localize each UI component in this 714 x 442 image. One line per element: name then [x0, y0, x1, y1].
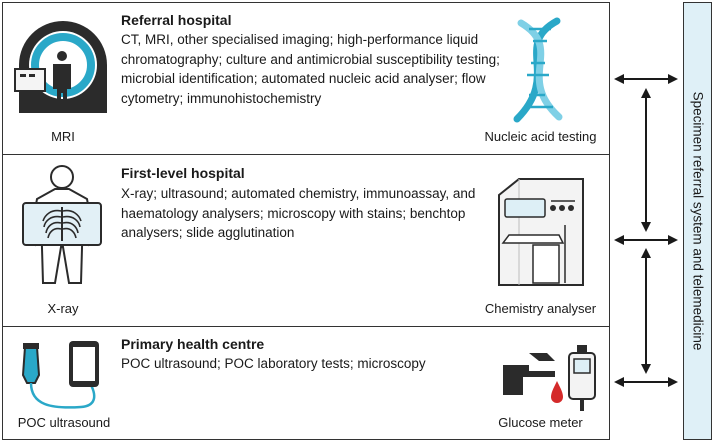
icon-caption: POC ultrasound [17, 415, 111, 430]
side-label: Specimen referral system and telemedicin… [690, 91, 705, 351]
tier-primary-health-centre: Primary health centre POC ultrasound; PO… [2, 326, 610, 440]
icon-caption: X-ray [47, 301, 79, 316]
icon-caption: MRI [51, 129, 75, 144]
tier-title: Referral hospital [121, 12, 232, 28]
icon-caption: Glucose meter [498, 415, 583, 430]
icon-caption: Chemistry analyser [484, 301, 597, 316]
chemistry-analyser-icon [498, 178, 584, 286]
icon-caption: Nucleic acid testing [484, 129, 597, 144]
xray-body-icon [22, 165, 102, 284]
glucose-meter-icon [503, 345, 596, 411]
mri-scanner-icon [14, 21, 107, 113]
tier-first-level-hospital: First-level hospital X-ray; ultrasound; … [2, 154, 610, 327]
tier-referral-hospital: Referral hospital CT, MRI, other special… [2, 2, 610, 155]
referral-arrows [614, 74, 678, 387]
tier-title: Primary health centre [121, 336, 265, 352]
tier-title: First-level hospital [121, 165, 245, 181]
specimen-referral-bar: Specimen referral system and telemedicin… [683, 2, 712, 440]
tier-description: CT, MRI, other specialised imaging; high… [121, 32, 500, 106]
dna-helix-icon [513, 17, 563, 123]
tier-description: POC ultrasound; POC laboratory tests; mi… [121, 356, 426, 371]
tier-description: X-ray; ultrasound; automated chemistry, … [121, 186, 476, 240]
poc-ultrasound-icon [21, 341, 99, 409]
